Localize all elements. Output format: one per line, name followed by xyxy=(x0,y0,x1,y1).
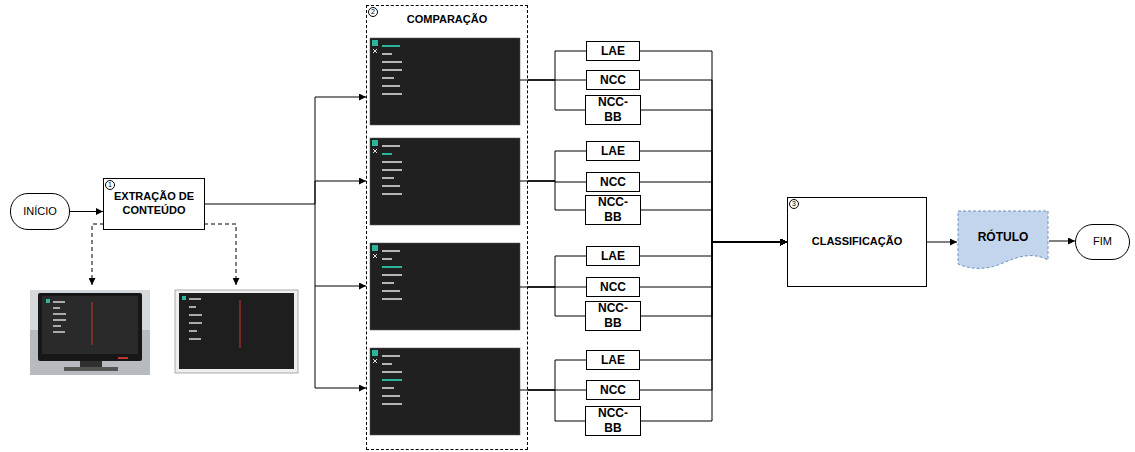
process-box: NCC xyxy=(586,380,640,400)
process-box: NCC-BB xyxy=(585,301,641,331)
process-box: LAE xyxy=(586,141,640,161)
process-box: NCC xyxy=(586,172,640,192)
connector xyxy=(528,256,586,287)
document-shape: RÓTULO xyxy=(957,210,1049,272)
node-text: NCC xyxy=(600,280,626,295)
callout-number: 1 xyxy=(105,180,115,190)
node-text: NCC xyxy=(600,175,626,190)
connector xyxy=(205,181,366,204)
connector xyxy=(640,151,787,242)
process-box: CLASSIFICAÇÃO xyxy=(787,197,927,287)
screenshot xyxy=(370,348,520,435)
callout-number: 2 xyxy=(368,7,378,17)
process-box: NCC xyxy=(586,277,640,297)
output-stub xyxy=(520,80,528,390)
cropped-screen-photo xyxy=(175,290,298,373)
connector xyxy=(640,51,787,242)
connector xyxy=(1049,241,1075,242)
node-text: COMPARAÇÃO xyxy=(407,13,487,27)
node-text: LAE xyxy=(601,249,625,264)
connector xyxy=(640,242,787,287)
process-box: LAE xyxy=(586,350,640,370)
screenshot xyxy=(370,138,520,225)
process-box: EXTRAÇÃO DE CONTEÚDO xyxy=(103,178,205,230)
terminal-pill: FIM xyxy=(1075,224,1130,260)
node-text: NCC-BB xyxy=(592,301,634,331)
node-text: NCC-BB xyxy=(592,95,634,125)
connector xyxy=(528,51,586,80)
node-text: LAE xyxy=(601,44,625,59)
connector xyxy=(528,360,586,390)
branch-wire xyxy=(315,286,366,287)
connector xyxy=(528,287,585,316)
connector xyxy=(70,211,103,212)
process-box: NCC-BB xyxy=(585,195,641,225)
screenshot xyxy=(370,243,520,330)
terminal-pill: INÍCIO xyxy=(10,193,70,230)
connector xyxy=(641,242,787,316)
connector xyxy=(640,242,787,390)
node-text: CLASSIFICAÇÃO xyxy=(812,235,902,249)
branch-wire xyxy=(315,388,366,389)
node-text: FIM xyxy=(1093,235,1112,249)
node-text: NCC xyxy=(600,73,626,88)
connector xyxy=(927,242,957,243)
node-text: LAE xyxy=(601,353,625,368)
connector xyxy=(640,80,787,242)
connector xyxy=(640,242,787,256)
node-text: INÍCIO xyxy=(23,205,57,219)
connector xyxy=(528,80,585,110)
process-box: NCC-BB xyxy=(585,95,641,125)
process-box: LAE xyxy=(586,246,640,266)
node-text: NCC-BB xyxy=(592,195,634,225)
process-box: NCC-BB xyxy=(585,406,641,436)
node-text: NCC-BB xyxy=(592,406,634,436)
group-box: COMPARAÇÃO xyxy=(366,5,528,450)
dashed-leader xyxy=(92,224,104,285)
connector xyxy=(641,210,787,242)
connector xyxy=(640,242,787,360)
node-text: LAE xyxy=(601,144,625,159)
trunk-wire xyxy=(315,97,316,388)
screenshot xyxy=(370,38,520,125)
connector xyxy=(641,242,787,421)
process-box: LAE xyxy=(586,41,640,61)
connector xyxy=(528,181,585,210)
node-text: NCC xyxy=(600,383,626,398)
connector xyxy=(641,110,787,242)
connector xyxy=(640,182,787,242)
branch-wire xyxy=(315,97,366,98)
callout-number: 3 xyxy=(789,199,799,209)
monitor-photo xyxy=(30,290,150,375)
node-text: RÓTULO xyxy=(978,230,1029,245)
dashed-leader xyxy=(204,224,236,285)
node-text: EXTRAÇÃO DE CONTEÚDO xyxy=(110,190,198,218)
connector xyxy=(528,151,586,181)
process-box: NCC xyxy=(586,70,640,90)
connector xyxy=(528,390,585,421)
